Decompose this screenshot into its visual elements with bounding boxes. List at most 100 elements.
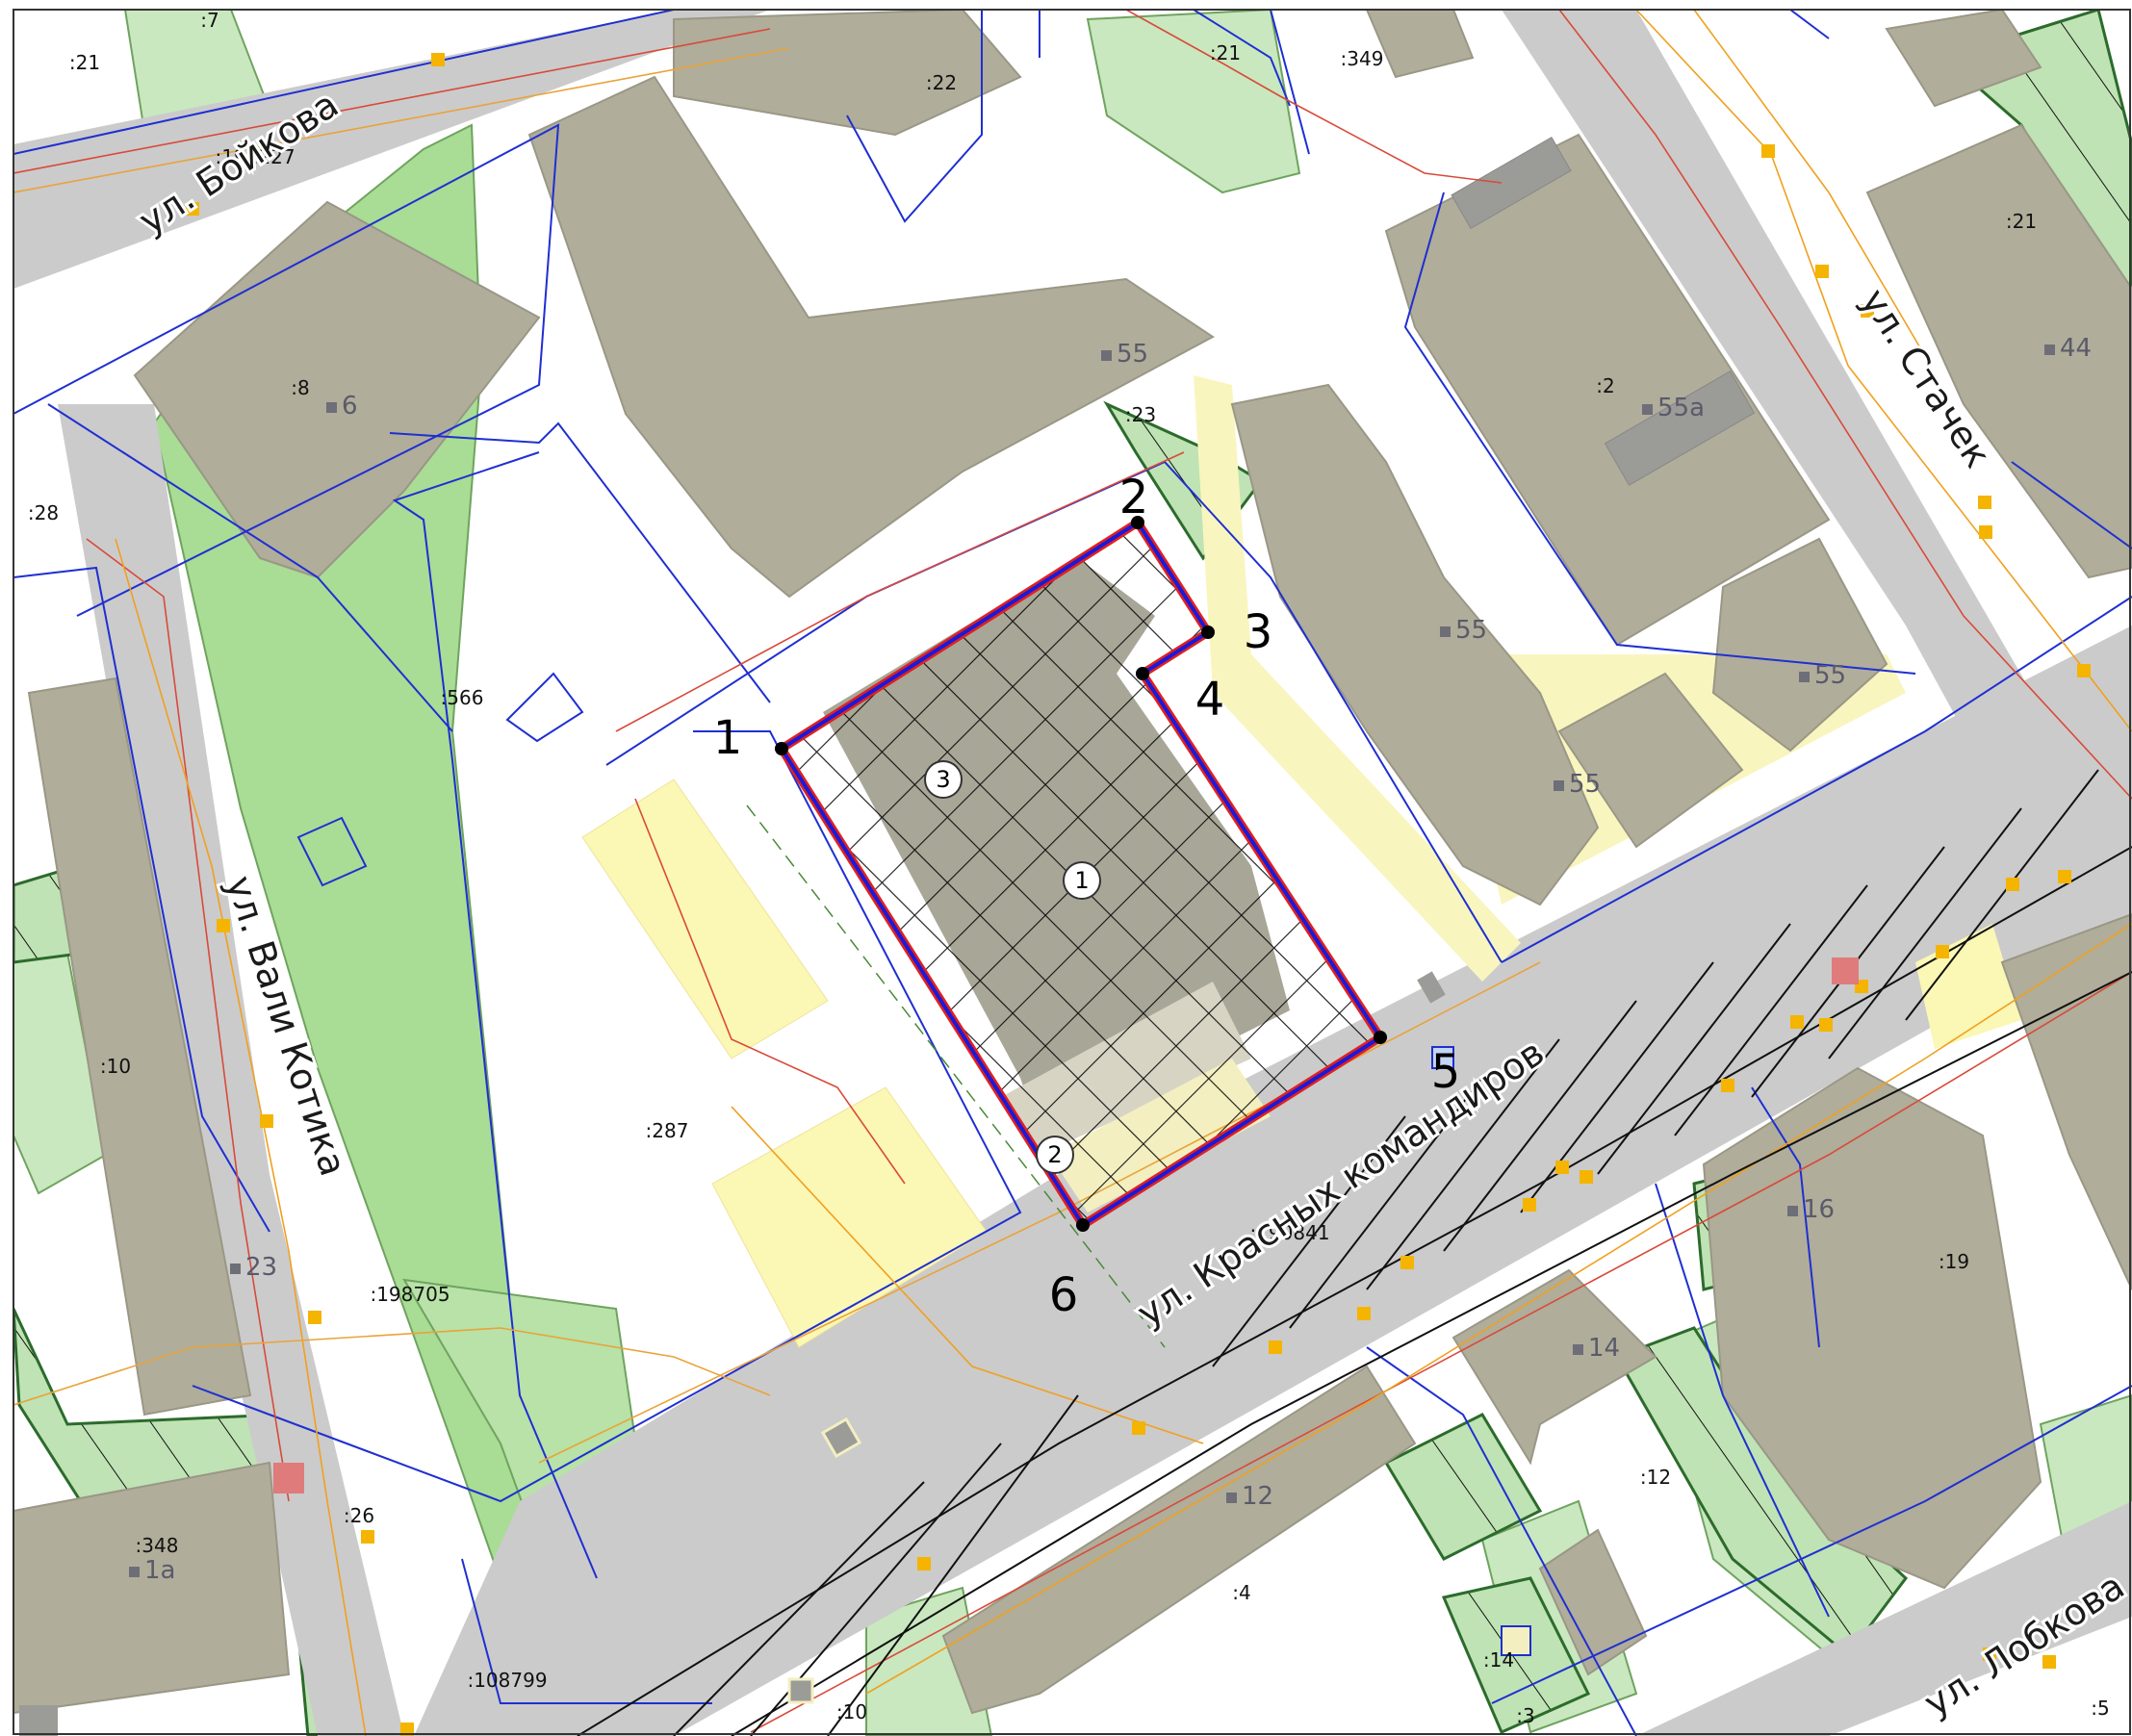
house-marker-icon [2044, 345, 2055, 355]
house-number-label: 55 [1455, 616, 1487, 645]
vertex-number-label: 6 [1049, 1268, 1079, 1322]
vertex-number-label: 1 [713, 711, 743, 765]
plot-vertex: 6 [1049, 1218, 1090, 1322]
house-number-label: 16 [1803, 1195, 1835, 1224]
house-marker-icon [1799, 672, 1810, 682]
parcel-number-label: :21 [69, 51, 100, 74]
parcel-number-label: :10 [100, 1055, 131, 1078]
zone-number-label: 1 [1074, 867, 1089, 894]
zone-circle-icon [924, 760, 963, 799]
house-number: 55 [1799, 661, 1846, 690]
vertex-number-label: 5 [1431, 1045, 1461, 1099]
parcel-number-label: :19 [1939, 1250, 1969, 1273]
zone-circle-icon [1036, 1136, 1074, 1174]
plot-vertex: 5 [1374, 1031, 1460, 1099]
house-number: 55 [1440, 616, 1487, 645]
parcel-number-label: :566 [441, 686, 484, 709]
house-number-label: 12 [1242, 1482, 1273, 1511]
map-frame [13, 9, 2131, 1735]
house-marker-icon [1573, 1344, 1583, 1355]
parcel-number-label: :10 [836, 1700, 867, 1723]
small-features [19, 957, 1859, 1736]
buildings [13, 10, 2132, 1715]
plot-vertex: 2 [1119, 471, 1149, 529]
road-hatching [577, 769, 2132, 1736]
house-marker-icon [1787, 1206, 1798, 1216]
zone-marker: 1 [1063, 861, 1101, 900]
house-number: 6 [326, 392, 358, 421]
house-marker-icon [129, 1567, 140, 1577]
house-number: 12 [1226, 1482, 1273, 1511]
parcel-number-label: :21 [2006, 210, 2037, 233]
house-number: 44 [2044, 334, 2092, 363]
house-number: 1а [129, 1556, 175, 1585]
house-number-label: 55 [1814, 661, 1846, 690]
cadastral-boundaries [13, 10, 2132, 1736]
house-number: 23 [230, 1253, 277, 1282]
parcel-number-label: :5 [2091, 1697, 2109, 1720]
parcel-number-label: :287 [646, 1119, 689, 1142]
house-number-label: 55 [1117, 340, 1148, 369]
house-marker-icon [230, 1264, 241, 1274]
utility-markers [186, 53, 2091, 1736]
zone-circle-icon [1063, 861, 1101, 900]
house-number: 16 [1787, 1195, 1835, 1224]
parcel-number-label: :26 [344, 1504, 374, 1527]
parcel-number-label: :22 [926, 71, 957, 94]
vertex-point-icon [1201, 625, 1215, 639]
house-number-label: 55а [1657, 394, 1705, 422]
parcel-number-label: :21 [1210, 41, 1241, 64]
zone-number-label: 2 [1047, 1141, 1062, 1168]
house-number: 55 [1101, 340, 1148, 369]
parcel-number-label: :8 [291, 376, 309, 399]
vertex-number-label: 3 [1244, 605, 1273, 659]
parcel-number-label: :349 [1341, 47, 1384, 70]
parcel-number-label: :14 [1483, 1648, 1514, 1672]
house-marker-icon [1101, 350, 1112, 361]
vertex-point-icon [1136, 667, 1149, 680]
house-number: 14 [1573, 1334, 1620, 1363]
house-number-label: 44 [2060, 334, 2092, 363]
parcel-number-label: :198705 [370, 1283, 450, 1306]
house-marker-icon [326, 402, 337, 413]
plot-vertex: 3 [1201, 605, 1272, 659]
house-number-label: 55 [1569, 770, 1601, 799]
parcel-number-label: :3 [1516, 1704, 1534, 1727]
parcel-number-label: :12 [1640, 1466, 1671, 1489]
vertex-point-icon [1131, 516, 1144, 529]
house-number-label: 14 [1588, 1334, 1620, 1363]
parcel-number-label: :348 [136, 1534, 179, 1557]
vertex-number-label: 4 [1195, 673, 1225, 727]
house-marker-icon [1554, 780, 1564, 791]
house-marker-icon [1440, 626, 1451, 637]
vertex-point-icon [1076, 1218, 1090, 1232]
parcel-number-label: :192227 [215, 145, 295, 168]
zone-number-label: 3 [936, 766, 950, 793]
zone-marker: 2 [1036, 1136, 1074, 1174]
vertex-number-label: 2 [1119, 471, 1149, 524]
parcel-number-layer: :7:21:192227:22:21:349:21:8:2:23:28:566:… [28, 9, 2110, 1727]
plot-vertex: 4 [1136, 667, 1224, 727]
utility-lines [13, 10, 2132, 1736]
parcel-number-label: :7 [200, 9, 218, 32]
parcel-number-label: :2 [1596, 374, 1614, 397]
house-number: 55а [1642, 394, 1705, 422]
house-number-label: 23 [245, 1253, 277, 1282]
parcel-number-label: :108799 [467, 1669, 547, 1692]
parcel-number-label: :28 [28, 501, 59, 524]
roads [13, 10, 2132, 1736]
house-marker-icon [1226, 1493, 1237, 1503]
parcel-number-label: :190841 [1249, 1221, 1329, 1244]
parcel-number-label: :4 [1232, 1581, 1250, 1604]
house-number-label: 1а [144, 1556, 175, 1585]
parcel-number-label: :23 [1125, 403, 1156, 426]
zone-marker-layer: 1 2 3 [924, 760, 1101, 1174]
plot-vertex: 1 [713, 711, 788, 765]
vertex-point-icon [775, 742, 788, 755]
zone-marker: 3 [924, 760, 963, 799]
vertex-point-icon [1374, 1031, 1387, 1044]
